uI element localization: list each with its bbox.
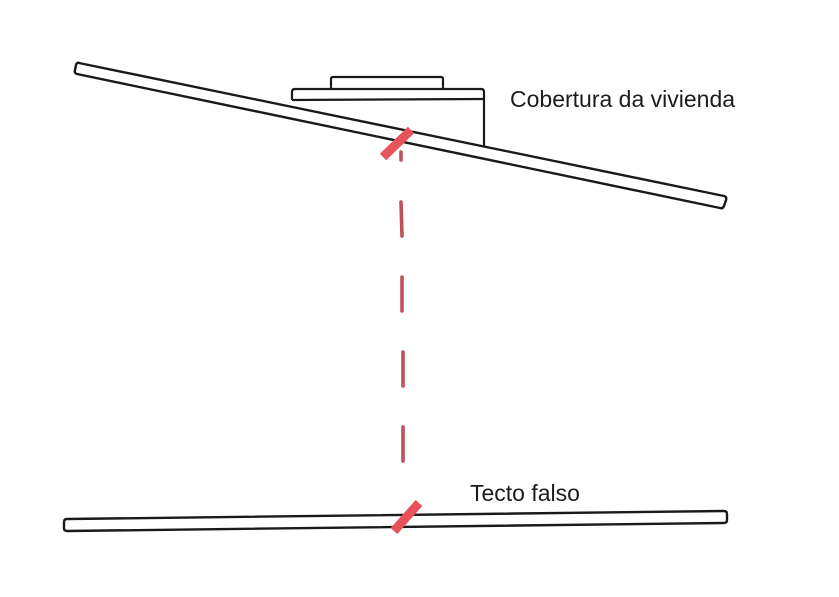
- roof-mark: [379, 126, 415, 161]
- ceiling-board: [62, 509, 729, 533]
- false-ceiling-label: Tecto falso: [470, 480, 580, 506]
- ceiling-mark: [390, 500, 423, 534]
- roof-label: Cobertura da vivienda: [510, 86, 736, 112]
- roof-fixture: [290, 75, 486, 147]
- alignment-dashed-line: [399, 150, 405, 463]
